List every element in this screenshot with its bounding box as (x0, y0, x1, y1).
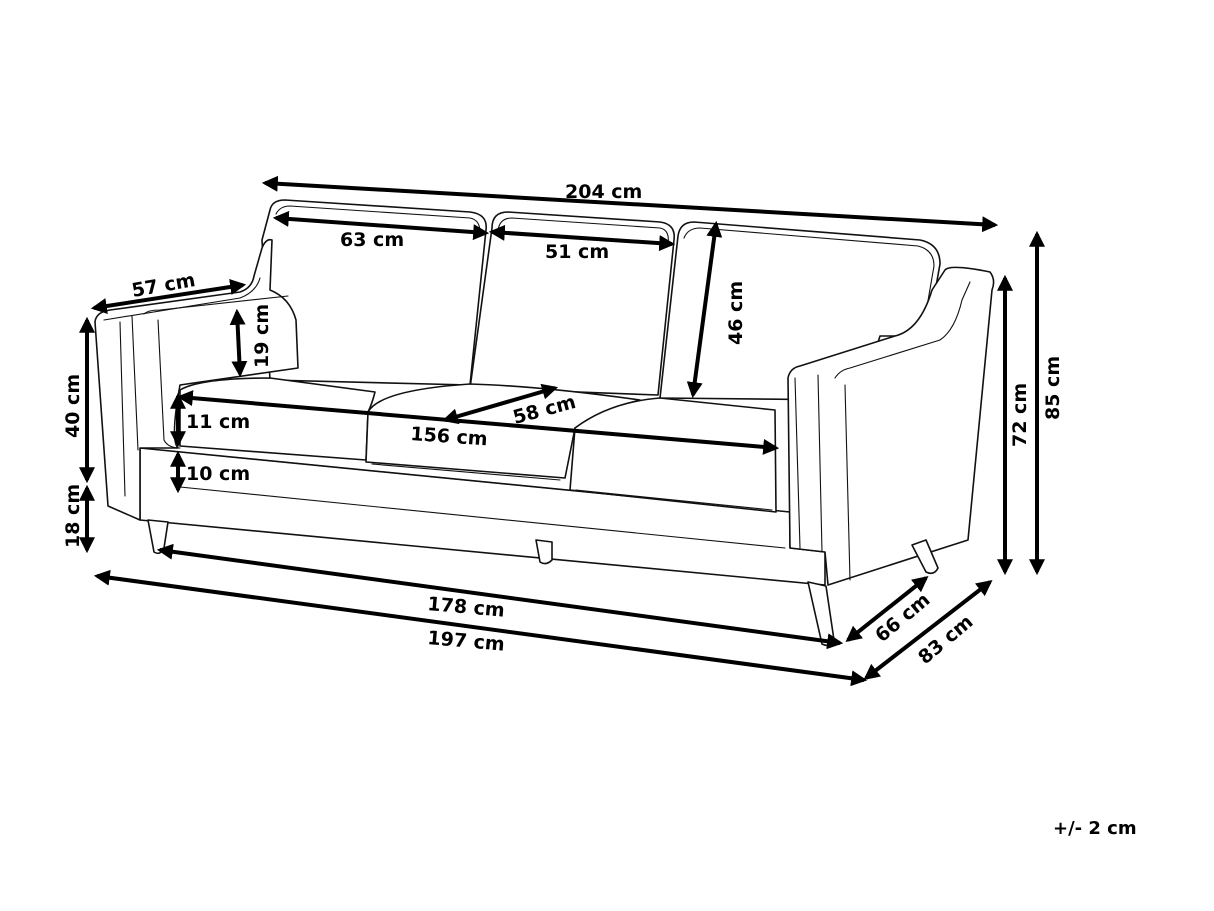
dim-label-seat-width: 156 cm (410, 423, 489, 450)
dim-arrow-seat-depth (441, 383, 559, 425)
dim-arrow-overall-depth (863, 580, 993, 680)
dim-label-back-cushion-middle: 51 cm (545, 241, 609, 263)
dim-label-seat-thickness: 11 cm (186, 411, 250, 433)
dim-arrow-back-cushion-middle (488, 224, 676, 252)
dim-arrow-overall-width-top (261, 175, 999, 233)
dim-label-armrest-height: 19 cm (251, 304, 273, 368)
dim-arrow-back-cushion-left (272, 210, 490, 241)
dim-label-base-height: 10 cm (186, 463, 250, 485)
dim-label-overall-width-top: 204 cm (565, 181, 642, 203)
dim-arrow-back-cushion-height (686, 220, 723, 399)
dim-arrow-armrest-depth (90, 279, 247, 314)
dim-arrow-overall-width-bottom (93, 569, 868, 687)
dim-label-overall-height: 85 cm (1042, 356, 1064, 420)
dim-label-arm-height: 72 cm (1009, 383, 1031, 447)
right-armrest (787, 266, 995, 586)
dim-label-back-cushion-left: 63 cm (340, 229, 404, 251)
tolerance-note: +/- 2 cm (1053, 818, 1137, 839)
leg-back-right (911, 539, 939, 575)
leg-front-right (807, 581, 835, 647)
dim-arrow-armrest-height (229, 308, 248, 378)
leg-front-left (147, 519, 169, 555)
dim-label-overall-depth: 83 cm (914, 611, 977, 669)
leg-middle (535, 539, 553, 565)
dim-label-leg-height: 18 cm (62, 484, 84, 548)
dim-label-back-cushion-height: 46 cm (725, 281, 747, 345)
back-cushion-middle (469, 211, 676, 396)
dim-label-armrest-side-height: 40 cm (62, 374, 84, 438)
